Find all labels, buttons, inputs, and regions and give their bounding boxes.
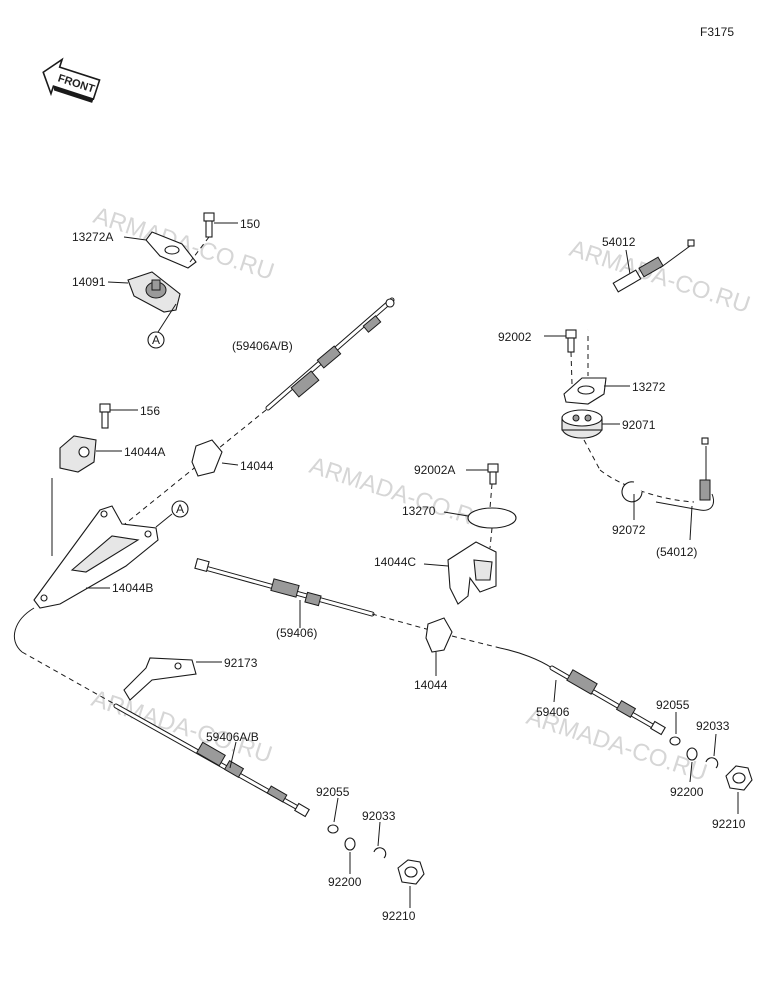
- bracket-14044C-icon: [447, 541, 497, 605]
- label-14044B: 14044B: [112, 581, 153, 595]
- label-92002A: 92002A: [414, 463, 455, 477]
- cable-54012-top: [587, 239, 695, 331]
- part-labels: 150 13272A 14091 (59406A/B) 156 14044A 1…: [72, 217, 746, 923]
- washer-92200-right-icon: [686, 747, 698, 761]
- callout-circle-a-top: [147, 331, 165, 349]
- oring-92055-right-icon: [669, 736, 681, 746]
- label-13270: 13270: [402, 504, 436, 518]
- label-150: 150: [240, 217, 260, 231]
- label-59406AB-paren: (59406A/B): [232, 339, 293, 353]
- label-54012: 54012: [602, 235, 636, 249]
- cable-59406-middle: [194, 557, 501, 649]
- label-92200-left: 92200: [328, 875, 362, 889]
- clip-92033-right-icon: [705, 757, 719, 769]
- label-54012-paren: (54012): [656, 545, 697, 559]
- cable-59406-right: [499, 647, 666, 736]
- cable-59406AB-lower: [113, 703, 310, 818]
- label-92071: 92071: [622, 418, 656, 432]
- bracket-92173-icon: [123, 657, 197, 701]
- oring-92055-left-icon: [327, 824, 339, 834]
- watermarks: ARMADA-CO.RU ARMADA-CO.RU ARMADA-CO.RU A…: [88, 202, 753, 787]
- callout-circle-a-mid: [171, 500, 189, 518]
- label-14044C: 14044C: [374, 555, 416, 569]
- label-13272A: 13272A: [72, 230, 113, 244]
- bracket-14044B: [33, 505, 159, 609]
- clamp-14044-mid-icon: [425, 617, 453, 653]
- clamp-14044-top-icon: [191, 439, 223, 477]
- label-14044-mid: 14044: [414, 678, 448, 692]
- callout-a-mid: A: [176, 502, 184, 516]
- bolt-92002A-icon: [487, 463, 499, 485]
- label-14044A: 14044A: [124, 445, 165, 459]
- label-59406AB: 59406A/B: [206, 730, 259, 744]
- label-14091: 14091: [72, 275, 106, 289]
- callout-a-top: A: [152, 333, 160, 347]
- label-59406-paren: (59406): [276, 626, 317, 640]
- label-92033-right: 92033: [696, 719, 730, 733]
- label-92055-right: 92055: [656, 698, 690, 712]
- clip-92033-left-icon: [373, 847, 387, 859]
- label-13272: 13272: [632, 380, 666, 394]
- clip-92072-icon: [621, 481, 643, 503]
- figure-code: F3175: [700, 25, 734, 39]
- watermark-3: ARMADA-CO.RU: [306, 452, 493, 536]
- label-156: 156: [140, 404, 160, 418]
- watermark-4: ARMADA-CO.RU: [88, 685, 275, 769]
- label-92210-right: 92210: [712, 817, 746, 831]
- cable-54012-bottom: [655, 437, 714, 511]
- label-92210-left: 92210: [382, 909, 416, 923]
- label-59406: 59406: [536, 705, 570, 719]
- washer-92200-left-icon: [344, 837, 356, 851]
- bolt-156-icon: [99, 403, 111, 429]
- bolt-150-icon: [203, 212, 215, 238]
- bolt-92002-icon: [565, 329, 577, 353]
- label-92173: 92173: [224, 656, 258, 670]
- plate-13270-icon: [467, 507, 517, 529]
- clamp-14044A-icon: [59, 435, 97, 473]
- label-92055-left: 92055: [316, 785, 350, 799]
- nut-92210-left-icon: [397, 859, 425, 885]
- front-arrow-icon: FRONT: [42, 57, 101, 103]
- watermark-1: ARMADA-CO.RU: [90, 202, 277, 286]
- watermark-2: ARMADA-CO.RU: [566, 235, 753, 319]
- label-92033-left: 92033: [362, 809, 396, 823]
- grommet-92071-icon: [561, 409, 603, 439]
- label-92200-right: 92200: [670, 785, 704, 799]
- label-92072: 92072: [612, 523, 646, 537]
- cable-59406AB-upper: [119, 297, 395, 529]
- bracket-group-top-left: A: [107, 212, 238, 349]
- nut-92210-right-icon: [725, 765, 753, 791]
- label-14044-top: 14044: [240, 459, 274, 473]
- label-92002: 92002: [498, 330, 532, 344]
